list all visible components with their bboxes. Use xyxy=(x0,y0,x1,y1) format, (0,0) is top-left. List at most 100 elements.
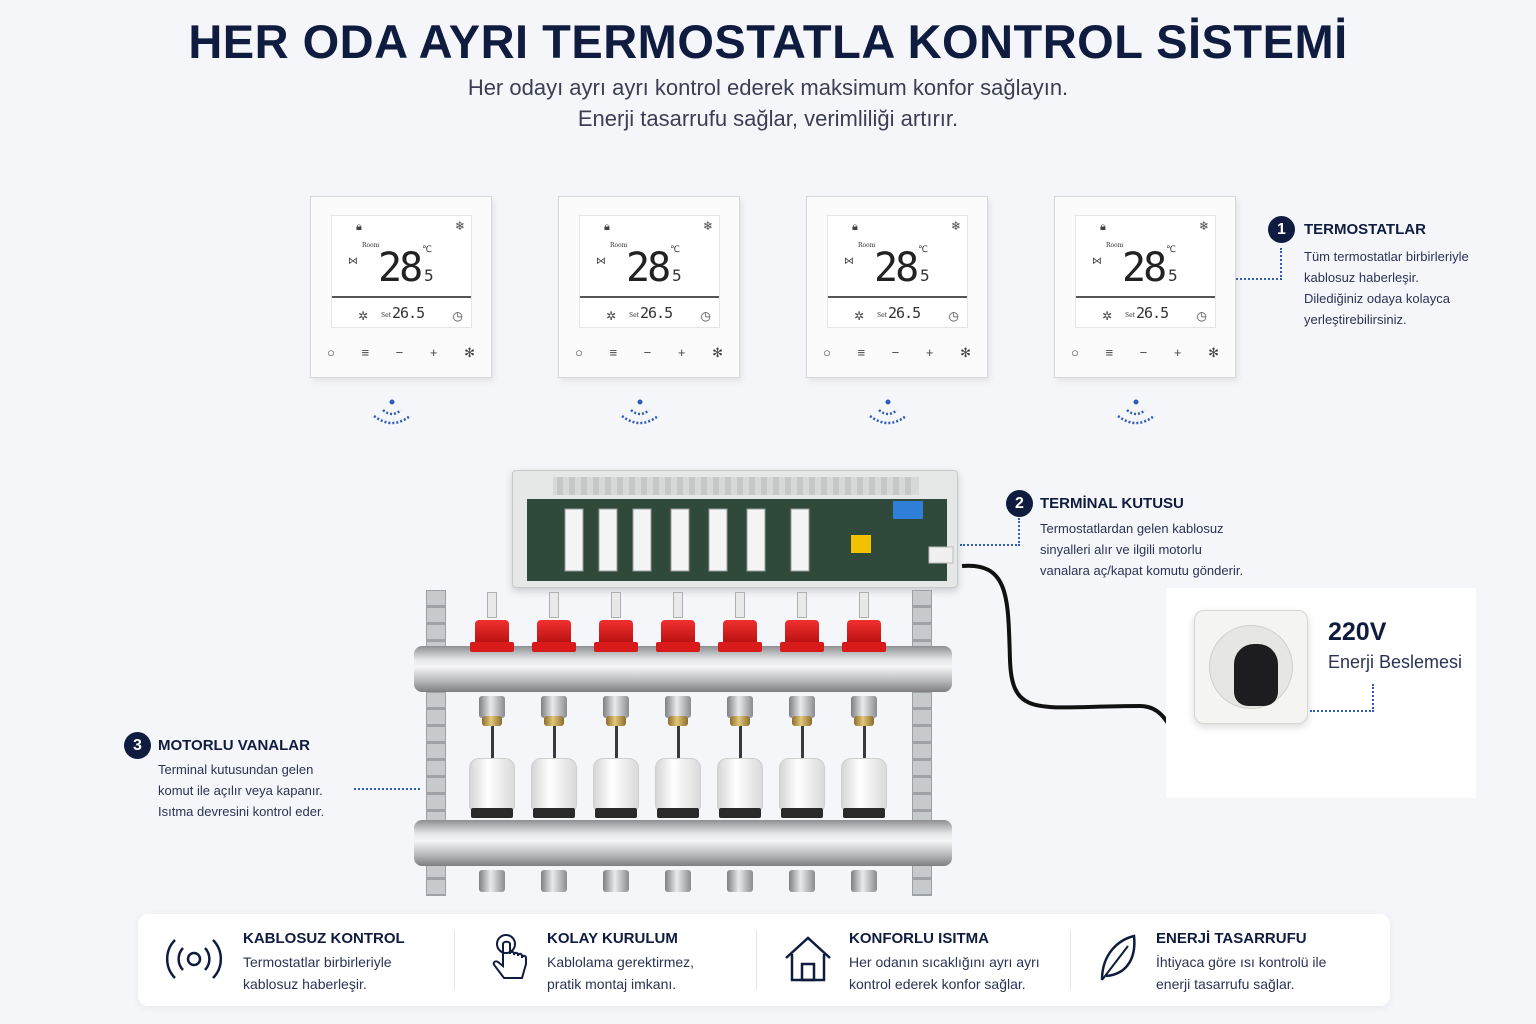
pipe-fitting xyxy=(789,696,815,718)
current-temperature: 28 xyxy=(626,245,671,291)
fan-icon: ✲ xyxy=(1102,309,1113,323)
red-valve-cap xyxy=(532,620,576,652)
thermostat-1: 🔒︎ ❄ Room ⋈ 28 ℃ 5 Set 26.5 ✲ ◷ ○ ≡ − + … xyxy=(310,196,492,378)
callout-2-leader-v xyxy=(1018,518,1020,546)
actuator-wire xyxy=(553,726,556,760)
thermostat-buttons: ○ ≡ − + ✻ xyxy=(575,345,723,361)
manifold-return-bar xyxy=(414,820,952,866)
pipe-fitting-bottom xyxy=(665,870,691,892)
valve-icon: ⋈ xyxy=(348,256,358,267)
pipe-fitting xyxy=(603,696,629,718)
power-icon[interactable]: ○ xyxy=(823,345,831,360)
wireless-signal-icon xyxy=(1114,396,1158,430)
menu-icon[interactable]: ≡ xyxy=(609,345,618,360)
terminal-box-board xyxy=(527,477,954,581)
thermostat-4: 🔒︎ ❄ Room ⋈ 28 ℃ 5 Set 26.5 ✲ ◷ ○ ≡ − + … xyxy=(1054,196,1236,378)
fan-icon: ✲ xyxy=(854,309,865,323)
minus-icon[interactable]: − xyxy=(891,345,900,360)
pipe-fitting-bottom xyxy=(789,870,815,892)
feature-divider xyxy=(1070,930,1071,990)
thermostat-buttons: ○ ≡ − + ✻ xyxy=(327,345,475,361)
power-icon[interactable]: ○ xyxy=(327,345,335,360)
brass-connector xyxy=(544,716,564,726)
red-valve-cap xyxy=(780,620,824,652)
flow-meter xyxy=(735,592,745,618)
callout-1-leader-v xyxy=(1280,248,1282,280)
motorized-actuator xyxy=(655,758,701,810)
flow-meter xyxy=(859,592,869,618)
feature-bar: KABLOSUZ KONTROL Termostatlar birbirleri… xyxy=(138,914,1390,1006)
subtitle-line-1: Her odayı ayrı ayrı kontrol ederek maksi… xyxy=(467,75,1069,100)
callout-1-text: Tüm termostatlar birbirleriyle kablosuz … xyxy=(1304,249,1469,327)
pipe-fitting-bottom xyxy=(727,870,753,892)
temperature-unit: ℃ xyxy=(422,244,433,254)
flow-meter xyxy=(673,592,683,618)
manifold-supply-bar xyxy=(414,646,952,692)
actuator-base xyxy=(533,808,575,818)
fan-mode-icon[interactable]: ✻ xyxy=(1208,345,1219,360)
clock-icon: ◷ xyxy=(700,309,711,323)
fan-icon: ✲ xyxy=(358,309,369,323)
plus-icon[interactable]: + xyxy=(677,345,686,360)
valve-icon: ⋈ xyxy=(844,256,854,267)
clock-icon: ◷ xyxy=(1196,309,1207,323)
current-temperature-decimal: 5 xyxy=(424,266,434,285)
menu-icon[interactable]: ≡ xyxy=(361,345,370,360)
screen-divider xyxy=(828,296,967,298)
motorized-actuator xyxy=(469,758,515,810)
red-valve-cap xyxy=(594,620,638,652)
plus-icon[interactable]: + xyxy=(925,345,934,360)
plus-icon[interactable]: + xyxy=(429,345,438,360)
menu-icon[interactable]: ≡ xyxy=(857,345,866,360)
menu-icon[interactable]: ≡ xyxy=(1105,345,1114,360)
feature-energy: ENERJİ TASARRUFU İhtiyaca göre ısı kontr… xyxy=(1094,914,1374,1006)
actuator-base xyxy=(657,808,699,818)
feature-easy-install: KOLAY KURULUM Kablolama gerektirmez, pra… xyxy=(486,914,776,1006)
motorized-actuator xyxy=(779,758,825,810)
screen-divider xyxy=(332,296,471,298)
actuator-wire xyxy=(863,726,866,760)
pipe-fitting-bottom xyxy=(541,870,567,892)
minus-icon[interactable]: − xyxy=(395,345,404,360)
thermostat-screen: 🔒︎ ❄ Room ⋈ 28 ℃ 5 Set 26.5 ✲ ◷ xyxy=(827,215,968,328)
room-label: Room xyxy=(362,242,380,249)
feature-easy-install-text: Kablolama gerektirmez, pratik montaj imk… xyxy=(547,954,695,992)
subtitle-line-2: Enerji tasarrufu sağlar, verimliliği art… xyxy=(577,106,959,131)
fan-mode-icon[interactable]: ✻ xyxy=(712,345,723,360)
socket-inner xyxy=(1209,625,1293,709)
feature-energy-title: ENERJİ TASARRUFU xyxy=(1156,930,1307,947)
fan-mode-icon[interactable]: ✻ xyxy=(464,345,475,360)
clock-icon: ◷ xyxy=(452,309,463,323)
lock-icon: 🔒︎ xyxy=(604,221,610,233)
fan-mode-icon[interactable]: ✻ xyxy=(960,345,971,360)
screen-divider xyxy=(580,296,719,298)
callout-3-text: Terminal kutusundan gelen komut ile açıl… xyxy=(158,762,325,819)
pipe-fitting xyxy=(851,696,877,718)
set-temperature: 26.5 xyxy=(640,304,673,322)
current-temperature-decimal: 5 xyxy=(920,266,930,285)
feature-easy-install-title: KOLAY KURULUM xyxy=(547,930,678,947)
pipe-fitting xyxy=(541,696,567,718)
motorized-actuator xyxy=(841,758,887,810)
power-icon[interactable]: ○ xyxy=(575,345,583,360)
power-icon[interactable]: ○ xyxy=(1071,345,1079,360)
snowflake-icon: ❄ xyxy=(702,219,713,233)
plus-icon[interactable]: + xyxy=(1173,345,1182,360)
pipe-fitting-bottom xyxy=(851,870,877,892)
thermostat-2: 🔒︎ ❄ Room ⋈ 28 ℃ 5 Set 26.5 ✲ ◷ ○ ≡ − + … xyxy=(558,196,740,378)
minus-icon[interactable]: − xyxy=(1139,345,1148,360)
set-temperature: 26.5 xyxy=(392,304,425,322)
set-temperature: 26.5 xyxy=(888,304,921,322)
actuator-base xyxy=(843,808,885,818)
wireless-signal-icon xyxy=(165,939,223,979)
brass-connector xyxy=(792,716,812,726)
snowflake-icon: ❄ xyxy=(1198,219,1209,233)
temperature-unit: ℃ xyxy=(1166,244,1177,254)
minus-icon[interactable]: − xyxy=(643,345,652,360)
wireless-signal-icon xyxy=(866,396,910,430)
hand-touch-icon xyxy=(492,934,527,979)
terminal-box xyxy=(512,470,958,588)
current-temperature: 28 xyxy=(1122,245,1167,291)
callout-2-text: Termostatlardan gelen kablosuz sinyaller… xyxy=(1040,521,1244,578)
